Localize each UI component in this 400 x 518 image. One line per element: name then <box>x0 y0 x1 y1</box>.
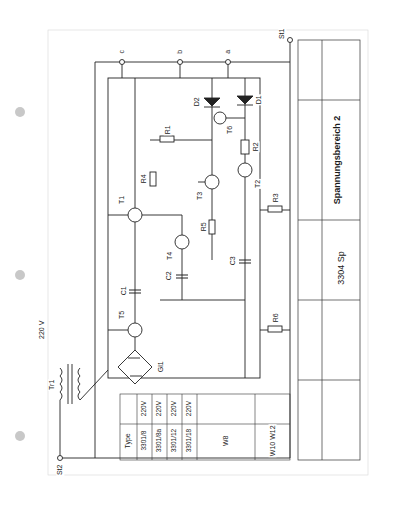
component-label: Tr1 <box>48 379 56 391</box>
component-label: 220 V <box>38 320 46 340</box>
component-label: 3301/8 <box>140 430 147 452</box>
component-label: R5 <box>199 222 207 233</box>
component-label: D1 <box>254 95 262 106</box>
component-label: C1 <box>119 286 127 297</box>
punch-holes <box>15 107 25 441</box>
component-label: 220V <box>140 400 147 417</box>
component-label: 3301/18 <box>185 428 192 454</box>
diode-symbols <box>204 96 253 107</box>
component-label: R6 <box>271 313 279 324</box>
component-label: T1 <box>118 195 126 205</box>
component-label: R4 <box>139 174 147 185</box>
component-label: St2 <box>56 464 64 477</box>
resistor-symbols <box>150 136 282 332</box>
component-label: C2 <box>164 271 172 282</box>
component-label: 3304 Sp <box>337 250 347 286</box>
component-label: T5 <box>118 310 126 320</box>
component-label: T3 <box>196 191 204 201</box>
transformer-symbol <box>60 364 80 404</box>
title-block <box>298 40 360 460</box>
component-label: T6 <box>226 125 234 135</box>
component-label: R1 <box>163 125 171 136</box>
component-label: 3301/12 <box>170 428 177 454</box>
component-label: 220V <box>155 400 162 417</box>
component-label: T2 <box>254 179 262 189</box>
component-label: C3 <box>228 256 236 267</box>
component-label: R3 <box>271 193 279 204</box>
component-label: Gl1 <box>156 361 164 374</box>
component-label: 220V <box>170 400 177 417</box>
component-label: 3301/8a <box>155 428 162 454</box>
component-label: a <box>224 49 232 55</box>
component-label: T4 <box>166 251 174 261</box>
bridge-rectifier <box>118 350 152 384</box>
component-label: b <box>176 49 184 55</box>
component-label: R2 <box>251 142 259 153</box>
component-label: W8 <box>222 435 230 448</box>
transistor-symbols <box>128 112 252 337</box>
component-label: c <box>118 49 126 55</box>
component-label: Type <box>124 432 132 449</box>
terminals <box>58 38 293 461</box>
wiring <box>60 40 290 458</box>
drawing-title: Spannungsbereich 2 <box>333 115 343 206</box>
component-label: W10 W12 <box>268 425 276 458</box>
component-label: 220V <box>185 400 192 417</box>
component-label: St1 <box>278 28 286 41</box>
sheet-frame <box>48 30 368 475</box>
component-label: D2 <box>192 97 200 108</box>
type-table <box>120 394 290 460</box>
